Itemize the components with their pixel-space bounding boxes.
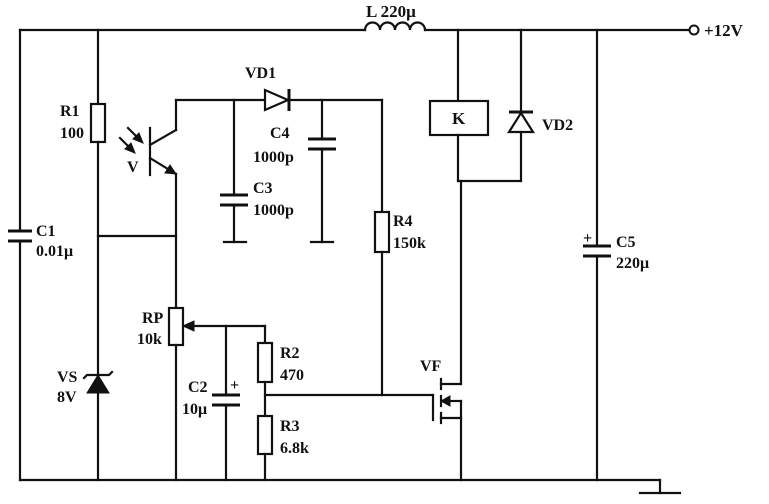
vd1-name: VD1 xyxy=(245,65,276,82)
vf-name: VF xyxy=(420,358,442,375)
zener-vs: VS 8V xyxy=(57,369,114,482)
potentiometer-rp: RP 10k xyxy=(137,306,267,482)
c4-name: C4 xyxy=(270,125,290,142)
r4-value: 150k xyxy=(393,235,426,252)
rp-value: 10k xyxy=(137,331,162,348)
r2-name: R2 xyxy=(280,345,300,362)
diode-vd1: VD1 xyxy=(245,65,291,112)
c1-value: 0.01μ xyxy=(36,243,73,260)
c2-plus: + xyxy=(230,377,239,394)
r1-value: 100 xyxy=(60,125,84,142)
vs-name: VS xyxy=(57,369,78,386)
vd2-name: VD2 xyxy=(542,117,573,134)
capacitor-c3: C3 1000p xyxy=(220,98,294,244)
r3-name: R3 xyxy=(280,418,300,435)
inductor-l: L 220μ xyxy=(363,2,427,32)
light-arrows xyxy=(118,126,144,154)
c5-plus: + xyxy=(583,230,592,247)
c5-name: C5 xyxy=(616,234,636,251)
diode-vd2: VD2 xyxy=(507,28,573,183)
supply-terminal: +12V xyxy=(688,21,744,40)
resistor-r3: R3 6.8k xyxy=(256,414,309,482)
supply-label: +12V xyxy=(704,21,744,40)
c5-value: 220μ xyxy=(616,255,649,272)
resistor-r1: R1 100 xyxy=(60,28,107,375)
c3-name: C3 xyxy=(253,180,273,197)
r2-value: 470 xyxy=(280,367,304,384)
rp-name: RP xyxy=(142,310,164,327)
c2-name: C2 xyxy=(188,379,208,396)
r4-name: R4 xyxy=(393,213,413,230)
c2-value: 10μ xyxy=(182,401,207,418)
r1-name: R1 xyxy=(60,103,80,120)
c4-value: 1000p xyxy=(253,149,294,166)
resistor-r4: R4 150k xyxy=(373,98,426,397)
v-name: V xyxy=(127,159,139,176)
k-name: K xyxy=(452,109,466,128)
capacitor-c5: + C5 220μ xyxy=(583,28,649,482)
c3-value: 1000p xyxy=(253,202,294,219)
inductor-label: L 220μ xyxy=(366,2,416,21)
resistor-r2: R2 470 xyxy=(256,324,304,418)
vs-value: 8V xyxy=(57,389,77,406)
c1-name: C1 xyxy=(36,223,56,240)
mosfet-vf: VF xyxy=(420,179,463,482)
ground-symbol xyxy=(638,478,682,495)
r3-value: 6.8k xyxy=(280,440,309,457)
capacitor-c2: + C2 10μ xyxy=(182,324,240,482)
relay-k: K xyxy=(428,28,523,183)
capacitor-c1: C1 0.01μ xyxy=(8,28,73,482)
capacitor-c4: C4 1000p xyxy=(253,98,336,244)
